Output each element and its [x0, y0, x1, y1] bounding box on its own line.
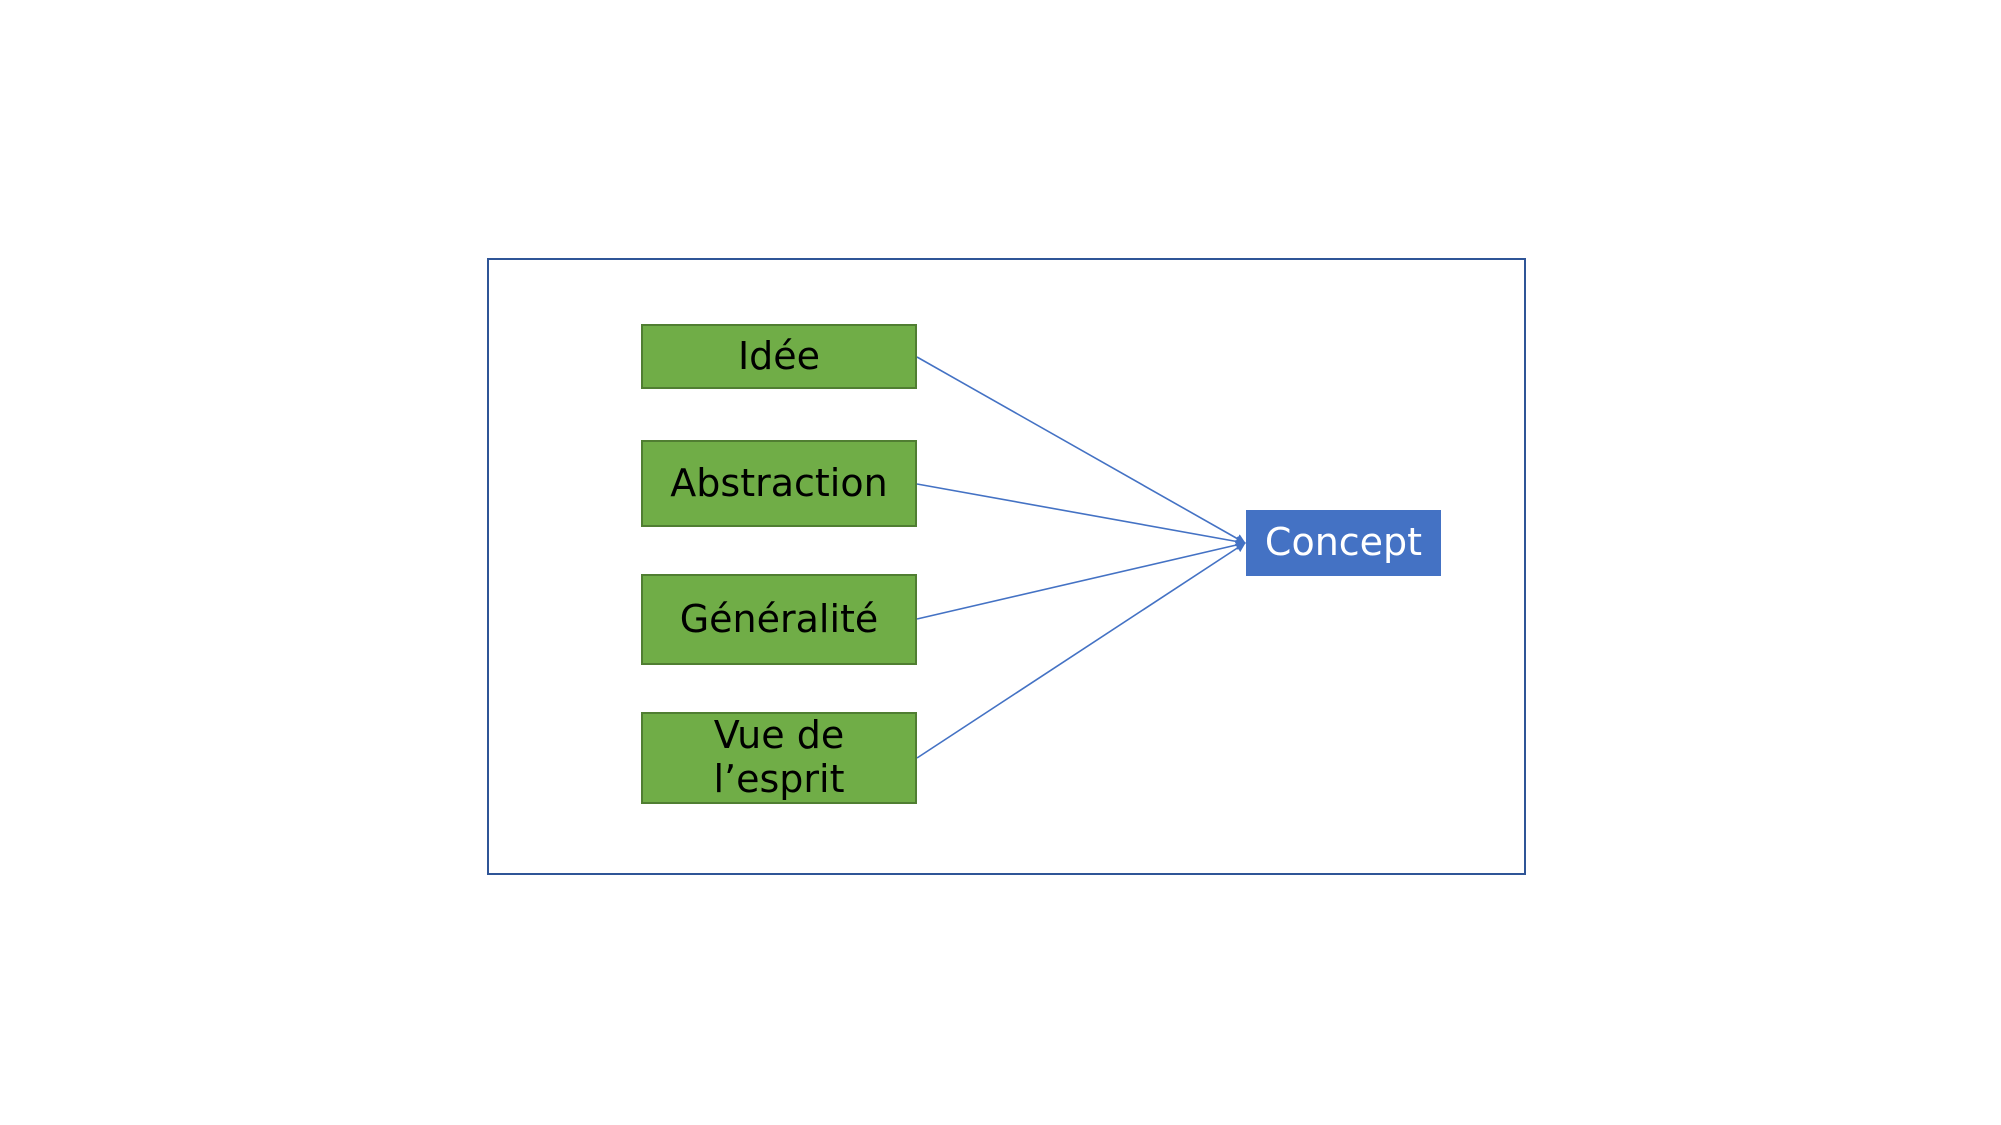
node-generalite-label: Généralité: [679, 596, 879, 641]
node-abstraction-label: Abstraction: [670, 460, 888, 505]
node-concept-label: Concept: [1264, 520, 1423, 565]
node-idee-label: Idée: [737, 333, 821, 378]
node-abstraction: Abstraction: [641, 440, 917, 527]
node-vue-de-lesprit: Vue de l’esprit: [641, 712, 917, 804]
node-vue-de-lesprit-label: Vue de l’esprit: [713, 713, 845, 801]
node-idee: Idée: [641, 324, 917, 389]
node-generalite: Généralité: [641, 574, 917, 665]
node-concept: Concept: [1246, 510, 1441, 576]
